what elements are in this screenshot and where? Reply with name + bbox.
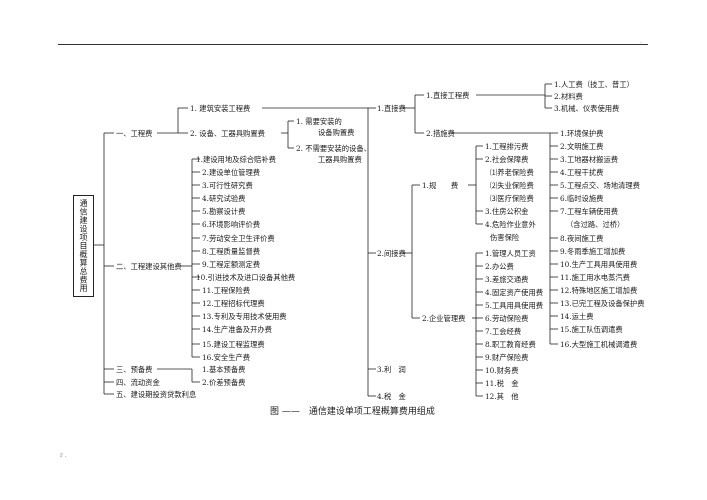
eng-install: 1. 建筑安装工程费	[190, 104, 251, 113]
measure-item: 13.已完工程及设备保护费	[560, 299, 645, 308]
measure-item: 16.大型施工机械调遣费	[560, 340, 638, 349]
install-profit: 3.利 润	[377, 365, 406, 374]
other-item: 16.安全生产费	[202, 353, 251, 362]
other-item: 9.工程定额测定费	[202, 260, 261, 269]
corner-mark: .	[640, 38, 642, 45]
other-item: 11.工程保险费	[202, 286, 251, 295]
equip-1a: 1. 需要安装的	[296, 117, 342, 126]
equip-2b: 工器具购置费	[318, 155, 362, 164]
corner-mark: r .	[60, 452, 67, 459]
reserve-basic: 1.基本预备费	[202, 365, 246, 374]
mgmt-item: 2.办公费	[485, 262, 514, 271]
mgmt-item: 9.财产保险费	[485, 353, 529, 362]
mgmt-item: 3.差旅交通费	[485, 275, 529, 284]
measure-item: 12.特殊地区施工增加费	[560, 286, 638, 295]
l1-reserve: 三、预备费	[116, 365, 153, 374]
mgmt-item: 6.劳动保险费	[485, 314, 529, 323]
fee-item: 伤害保险	[490, 233, 520, 242]
other-item: 1.建设用地及综合赔补费	[196, 155, 276, 164]
other-item: 15.建设工程监理费	[202, 340, 265, 349]
figure-caption: 图 —— 通信建设单项工程概算费用组成	[270, 407, 435, 417]
l1-engineering: 一、工程费	[116, 129, 153, 138]
install-direct: 1.直接费	[377, 104, 406, 113]
fee-item: 4.危险作业意外	[485, 220, 536, 229]
indirect-mgmt: 2.企业管理费	[422, 314, 466, 323]
measure-item: 15.施工队伍调遣费	[560, 325, 623, 334]
l1-other: 二、工程建设其他费	[116, 262, 182, 271]
other-item: 3.可行性研究费	[202, 181, 253, 190]
measure-item: 1.环境保护费	[560, 129, 604, 138]
fee-item: ⑶医疗保险费	[490, 194, 534, 203]
l1-working-capital: 四、流动资金	[116, 378, 160, 387]
equip-1b: 设备购置费	[318, 128, 355, 137]
other-item: 4.研究试验费	[202, 194, 246, 203]
measure-item: 8.夜间施工费	[560, 234, 604, 243]
root-box: 通信建设项目概算总费用	[73, 195, 94, 297]
top-rule	[58, 44, 648, 45]
reserve-price: 2.价差预备费	[202, 378, 246, 387]
l1-loan-interest: 五、建设期投资贷款利息	[116, 390, 197, 399]
measure-item: 14.运土费	[560, 312, 594, 321]
other-item: 5.勘察设计费	[202, 207, 246, 216]
fee-item: 1.工程排污费	[485, 142, 529, 151]
other-item: 7.劳动安全卫生评价费	[202, 234, 275, 243]
equip-2a: 2. 不需要安装的设备、	[296, 144, 371, 153]
other-item: 12.工程招标代理费	[202, 299, 265, 308]
measure-item: 9.冬雨季施工增加费	[560, 247, 626, 256]
fee-item: 3.住房公积金	[485, 207, 529, 216]
other-item: 10.引进技术及进口设备其他费	[196, 273, 296, 282]
install-tax: 4.税 金	[377, 392, 406, 401]
mgmt-item: 12.其 他	[485, 392, 519, 401]
measure-item: 3.工地器材搬运费	[560, 155, 619, 164]
direct-measures: 2.措施费	[426, 129, 455, 138]
measure-item: 5.工程点交、场地清理费	[560, 181, 640, 190]
other-item: 8.工程质量监督费	[202, 247, 261, 256]
eng-equipment: 2. 设备、工器具购置费	[190, 129, 265, 138]
other-item: 13.专利及专用技术使用费	[202, 312, 287, 321]
measure-item: 6.临时设施费	[560, 194, 604, 203]
measure-item: 7.工程车辆使用费	[560, 207, 619, 216]
mgmt-item: 5.工具用具使用费	[485, 301, 544, 310]
mgmt-item: 8.职工教育经费	[485, 340, 536, 349]
install-indirect: 2.间接费	[377, 249, 406, 258]
direct-eng-labor: 1.人工费（技工、普工）	[554, 80, 634, 89]
direct-eng-machine: 3.机械、仪表使用费	[554, 104, 620, 113]
indirect-fees: 1.规 费	[422, 181, 459, 190]
measure-item: 2.文明施工费	[560, 142, 604, 151]
mgmt-item: 11.税 金	[485, 379, 519, 388]
direct-eng: 1.直接工程费	[426, 91, 470, 100]
root-title: 通信建设项目概算总费用	[79, 199, 88, 293]
measure-item: 11.施工用水电蒸汽费	[560, 273, 630, 282]
fee-item: ⑵失业保险费	[490, 181, 534, 190]
measure-item: 10.生产工具用具使用费	[560, 260, 638, 269]
fee-item: 2.社会保障费	[485, 155, 529, 164]
measure-item: 4.工程干扰费	[560, 168, 604, 177]
other-item: 14.生产准备及开办费	[202, 325, 272, 334]
mgmt-item: 4.固定资产使用费	[485, 288, 544, 297]
mgmt-item: 7.工会经费	[485, 327, 522, 336]
mgmt-item: 1.管理人员工资	[485, 249, 536, 258]
measure-item: （含过路、过桥）	[566, 220, 625, 229]
other-item: 2.建设单位管理费	[202, 168, 261, 177]
mgmt-item: 10.财务费	[485, 366, 519, 375]
fee-item: ⑴养老保险费	[490, 168, 534, 177]
other-item: 6.环境影响评价费	[202, 220, 261, 229]
direct-eng-material: 2.材料费	[554, 92, 583, 101]
